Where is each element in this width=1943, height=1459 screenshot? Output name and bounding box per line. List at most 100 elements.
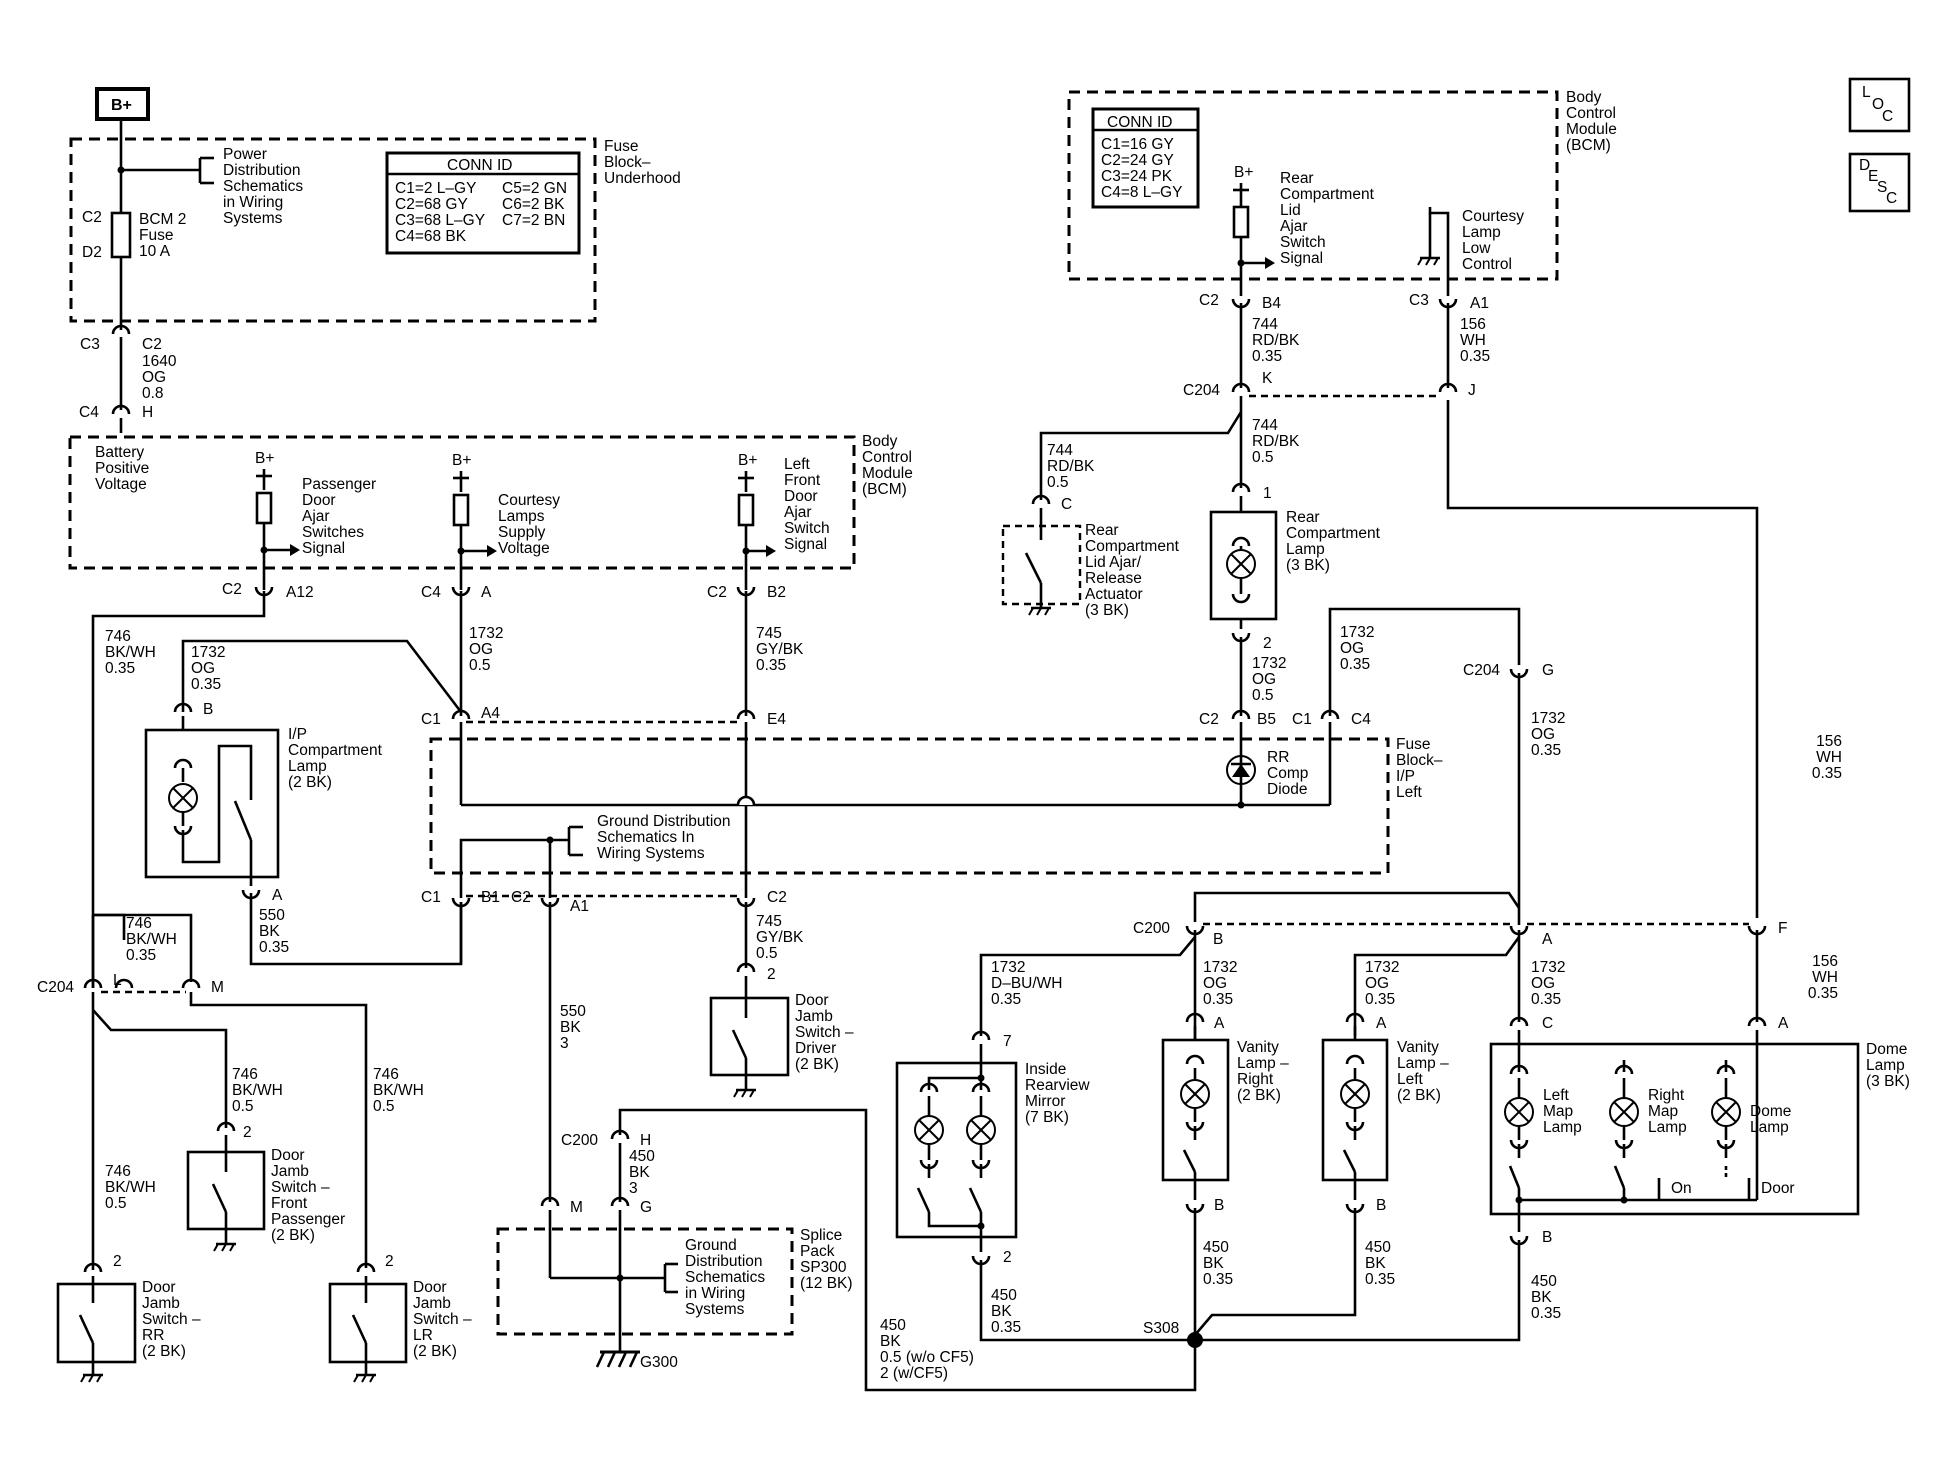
loc-badge[interactable]: L O C bbox=[1848, 77, 1911, 133]
svg-text:Lamp: Lamp bbox=[1462, 224, 1501, 241]
svg-text:450: 450 bbox=[991, 1287, 1017, 1304]
svg-text:1732: 1732 bbox=[469, 625, 503, 642]
svg-text:(2 BK): (2 BK) bbox=[1397, 1087, 1441, 1104]
svg-text:Body: Body bbox=[862, 433, 898, 450]
wire-746-bkwh-a: 746 BK/WH 0.35 bbox=[105, 628, 156, 677]
svg-text:C1=2 L–GY: C1=2 L–GY bbox=[395, 180, 476, 197]
c204-k-name: C204 bbox=[1183, 382, 1220, 399]
svg-text:BK: BK bbox=[259, 923, 280, 940]
svg-text:2 (w/CF5): 2 (w/CF5) bbox=[880, 1365, 948, 1382]
svg-text:0.5: 0.5 bbox=[469, 657, 491, 674]
svg-text:Ground Distribution: Ground Distribution bbox=[597, 813, 731, 830]
rear-lid-release-actuator-label: Rear Compartment Lid Ajar/ Release Actua… bbox=[1085, 522, 1180, 619]
wire-450-bk-vl: 450 BK 0.35 bbox=[1365, 1239, 1395, 1288]
svg-text:1732: 1732 bbox=[1252, 655, 1286, 672]
svg-text:1732: 1732 bbox=[1340, 624, 1374, 641]
splice-pin-m: M bbox=[570, 1199, 583, 1216]
svg-text:Left: Left bbox=[1543, 1087, 1570, 1104]
svg-text:Switch –: Switch – bbox=[271, 1179, 330, 1196]
conn-c1-a4-left: C1 bbox=[421, 711, 441, 728]
svg-text:Positive: Positive bbox=[95, 460, 149, 477]
conn-id-table-bcm: C1=16 GY C2=24 GY C3=24 PK C4=8 L–GY bbox=[1101, 136, 1182, 201]
door-jamb-switch-driver-label: Door Jamb Switch – Driver (2 BK) bbox=[795, 992, 854, 1073]
conn-b5: B5 bbox=[1257, 711, 1276, 728]
svg-text:B+: B+ bbox=[255, 450, 274, 467]
vanity-right-pin-a: A bbox=[1214, 1015, 1225, 1032]
svg-text:Release: Release bbox=[1085, 570, 1142, 587]
power-distribution-note: Power Distribution Schematics in Wiring … bbox=[223, 146, 303, 227]
svg-text:Systems: Systems bbox=[223, 210, 283, 227]
svg-text:C7=2 BN: C7=2 BN bbox=[502, 212, 565, 229]
svg-text:C3=24 PK: C3=24 PK bbox=[1101, 168, 1173, 185]
svg-text:(7 BK): (7 BK) bbox=[1025, 1109, 1069, 1126]
svg-text:0.35: 0.35 bbox=[1808, 985, 1838, 1002]
conn-a12: A12 bbox=[286, 584, 314, 601]
dome-switch-door-label: Door bbox=[1761, 1180, 1795, 1197]
rear-compartment-lamp-label: Rear Compartment Lamp (3 BK) bbox=[1286, 509, 1381, 574]
svg-text:0.5: 0.5 bbox=[232, 1098, 254, 1115]
svg-text:Compartment: Compartment bbox=[1085, 538, 1180, 555]
rear-lid-ajar-signal-label: Rear Compartment Lid Ajar Switch Signal bbox=[1280, 170, 1375, 267]
svg-text:0.35: 0.35 bbox=[1203, 991, 1233, 1008]
wire-1732-og-c4: 1732 OG 0.35 bbox=[1340, 624, 1374, 673]
svg-text:Low: Low bbox=[1462, 240, 1491, 257]
svg-text:(BCM): (BCM) bbox=[1566, 137, 1611, 154]
svg-text:156: 156 bbox=[1816, 733, 1842, 750]
door-jamb-switch-rr-label: Door Jamb Switch – RR (2 BK) bbox=[142, 1279, 201, 1360]
c200-h-name: C200 bbox=[561, 1132, 598, 1149]
dome-lamp-label: Dome Lamp bbox=[1750, 1103, 1791, 1136]
svg-text:BK: BK bbox=[991, 1303, 1012, 1320]
svg-text:C3=68 L–GY: C3=68 L–GY bbox=[395, 212, 485, 229]
svg-text:Jamb: Jamb bbox=[795, 1008, 833, 1025]
svg-text:Jamb: Jamb bbox=[413, 1295, 451, 1312]
svg-text:Passenger: Passenger bbox=[302, 476, 376, 493]
svg-text:0.5: 0.5 bbox=[373, 1098, 395, 1115]
svg-text:Diode: Diode bbox=[1267, 781, 1308, 798]
svg-text:Passenger: Passenger bbox=[271, 1211, 345, 1228]
conn-id-table-underhood: C1=2 L–GY C5=2 GN C2=68 GY C6=2 BK C3=68… bbox=[395, 180, 567, 245]
svg-text:Body: Body bbox=[1566, 89, 1602, 106]
svg-text:Lamp: Lamp bbox=[1866, 1057, 1905, 1074]
c200-pin-b: B bbox=[1213, 931, 1223, 948]
svg-text:BK/WH: BK/WH bbox=[232, 1082, 283, 1099]
conn-b1: B1 bbox=[481, 889, 500, 906]
svg-text:746: 746 bbox=[232, 1066, 258, 1083]
svg-text:Schematics In: Schematics In bbox=[597, 829, 694, 846]
left-map-lamp-label: Left Map Lamp bbox=[1543, 1087, 1582, 1136]
svg-text:Control: Control bbox=[862, 449, 912, 466]
svg-text:BK/WH: BK/WH bbox=[373, 1082, 424, 1099]
svg-text:C5=2 GN: C5=2 GN bbox=[502, 180, 567, 197]
c204-pin-k: K bbox=[1262, 370, 1273, 387]
conn-c4-bcm: C4 bbox=[79, 404, 99, 421]
c200-b-name: C200 bbox=[1133, 920, 1170, 937]
svg-text:(3 BK): (3 BK) bbox=[1085, 602, 1129, 619]
desc-letter-1: D bbox=[1859, 157, 1870, 174]
svg-text:(12 BK): (12 BK) bbox=[800, 1275, 853, 1292]
desc-badge[interactable]: D E S C bbox=[1848, 152, 1911, 213]
front-pass-switch-pin: 2 bbox=[243, 1124, 252, 1141]
wire-450-bk-vr: 450 BK 0.35 bbox=[1203, 1239, 1233, 1288]
svg-text:Front: Front bbox=[271, 1195, 308, 1212]
dome-switch-on-label: On bbox=[1671, 1180, 1692, 1197]
wire-745-gybk-a: 745 GY/BK 0.35 bbox=[756, 625, 804, 674]
svg-text:Switches: Switches bbox=[302, 524, 364, 541]
c204-pin-m: M bbox=[211, 979, 224, 996]
c200-pin-a: A bbox=[1542, 931, 1553, 948]
splice-pin-g: G bbox=[640, 1199, 652, 1216]
svg-text:Power: Power bbox=[223, 146, 267, 163]
svg-text:Ground: Ground bbox=[685, 1237, 737, 1254]
svg-text:(2 BK): (2 BK) bbox=[271, 1227, 315, 1244]
wire-1732-og-vr: 1732 OG 0.35 bbox=[1203, 959, 1237, 1008]
wire-1732-og-a: 1732 OG 0.5 bbox=[469, 625, 503, 674]
svg-text:450: 450 bbox=[1531, 1273, 1557, 1290]
wire-450-bk-mirror: 450 BK 0.35 bbox=[991, 1287, 1021, 1336]
svg-text:OG: OG bbox=[1365, 975, 1389, 992]
conn-e4: E4 bbox=[767, 711, 786, 728]
svg-text:0.5 (w/o CF5): 0.5 (w/o CF5) bbox=[880, 1349, 974, 1366]
courtesy-lamps-supply-output: B+ bbox=[452, 452, 497, 590]
svg-text:Compartment: Compartment bbox=[1280, 186, 1375, 203]
conn-c1-b1-left: C1 bbox=[421, 889, 441, 906]
svg-text:Left: Left bbox=[784, 456, 811, 473]
c204-pin-l: L bbox=[113, 972, 122, 989]
svg-text:Dome: Dome bbox=[1750, 1103, 1791, 1120]
